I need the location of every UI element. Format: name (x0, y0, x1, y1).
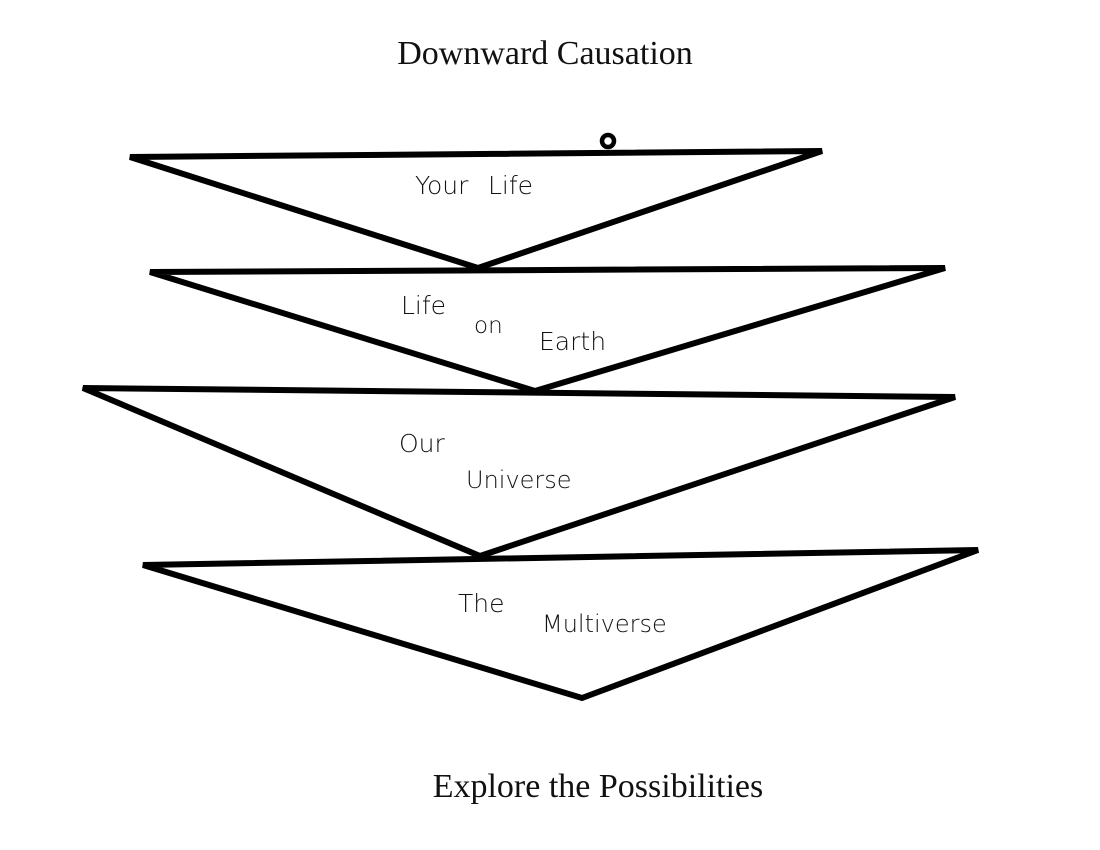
diagram-footer: Explore the Possibilities (433, 768, 764, 805)
label-your-life-word-1: Your (415, 171, 469, 200)
label-your-life-word-2: Life (488, 171, 533, 200)
label-our-universe-word-1: Our (399, 429, 446, 458)
label-life-on-earth-word-2: on (474, 313, 503, 339)
label-the-multiverse-word-1: The (458, 589, 505, 618)
triangle-life-on-earth (149, 265, 946, 395)
label-life-on-earth-word-3: Earth (539, 327, 606, 356)
triangle-the-multiverse (142, 547, 980, 702)
label-the-multiverse-word-2: Multiverse (542, 610, 667, 638)
label-our-universe-word-2: Universe (466, 466, 572, 494)
triangle-your-life (129, 148, 823, 272)
diagram-title: Downward Causation (397, 35, 693, 72)
label-life-on-earth-word-1: Life (401, 291, 446, 320)
triangle-our-universe (81, 385, 956, 560)
small-dot-marker (599, 132, 617, 150)
